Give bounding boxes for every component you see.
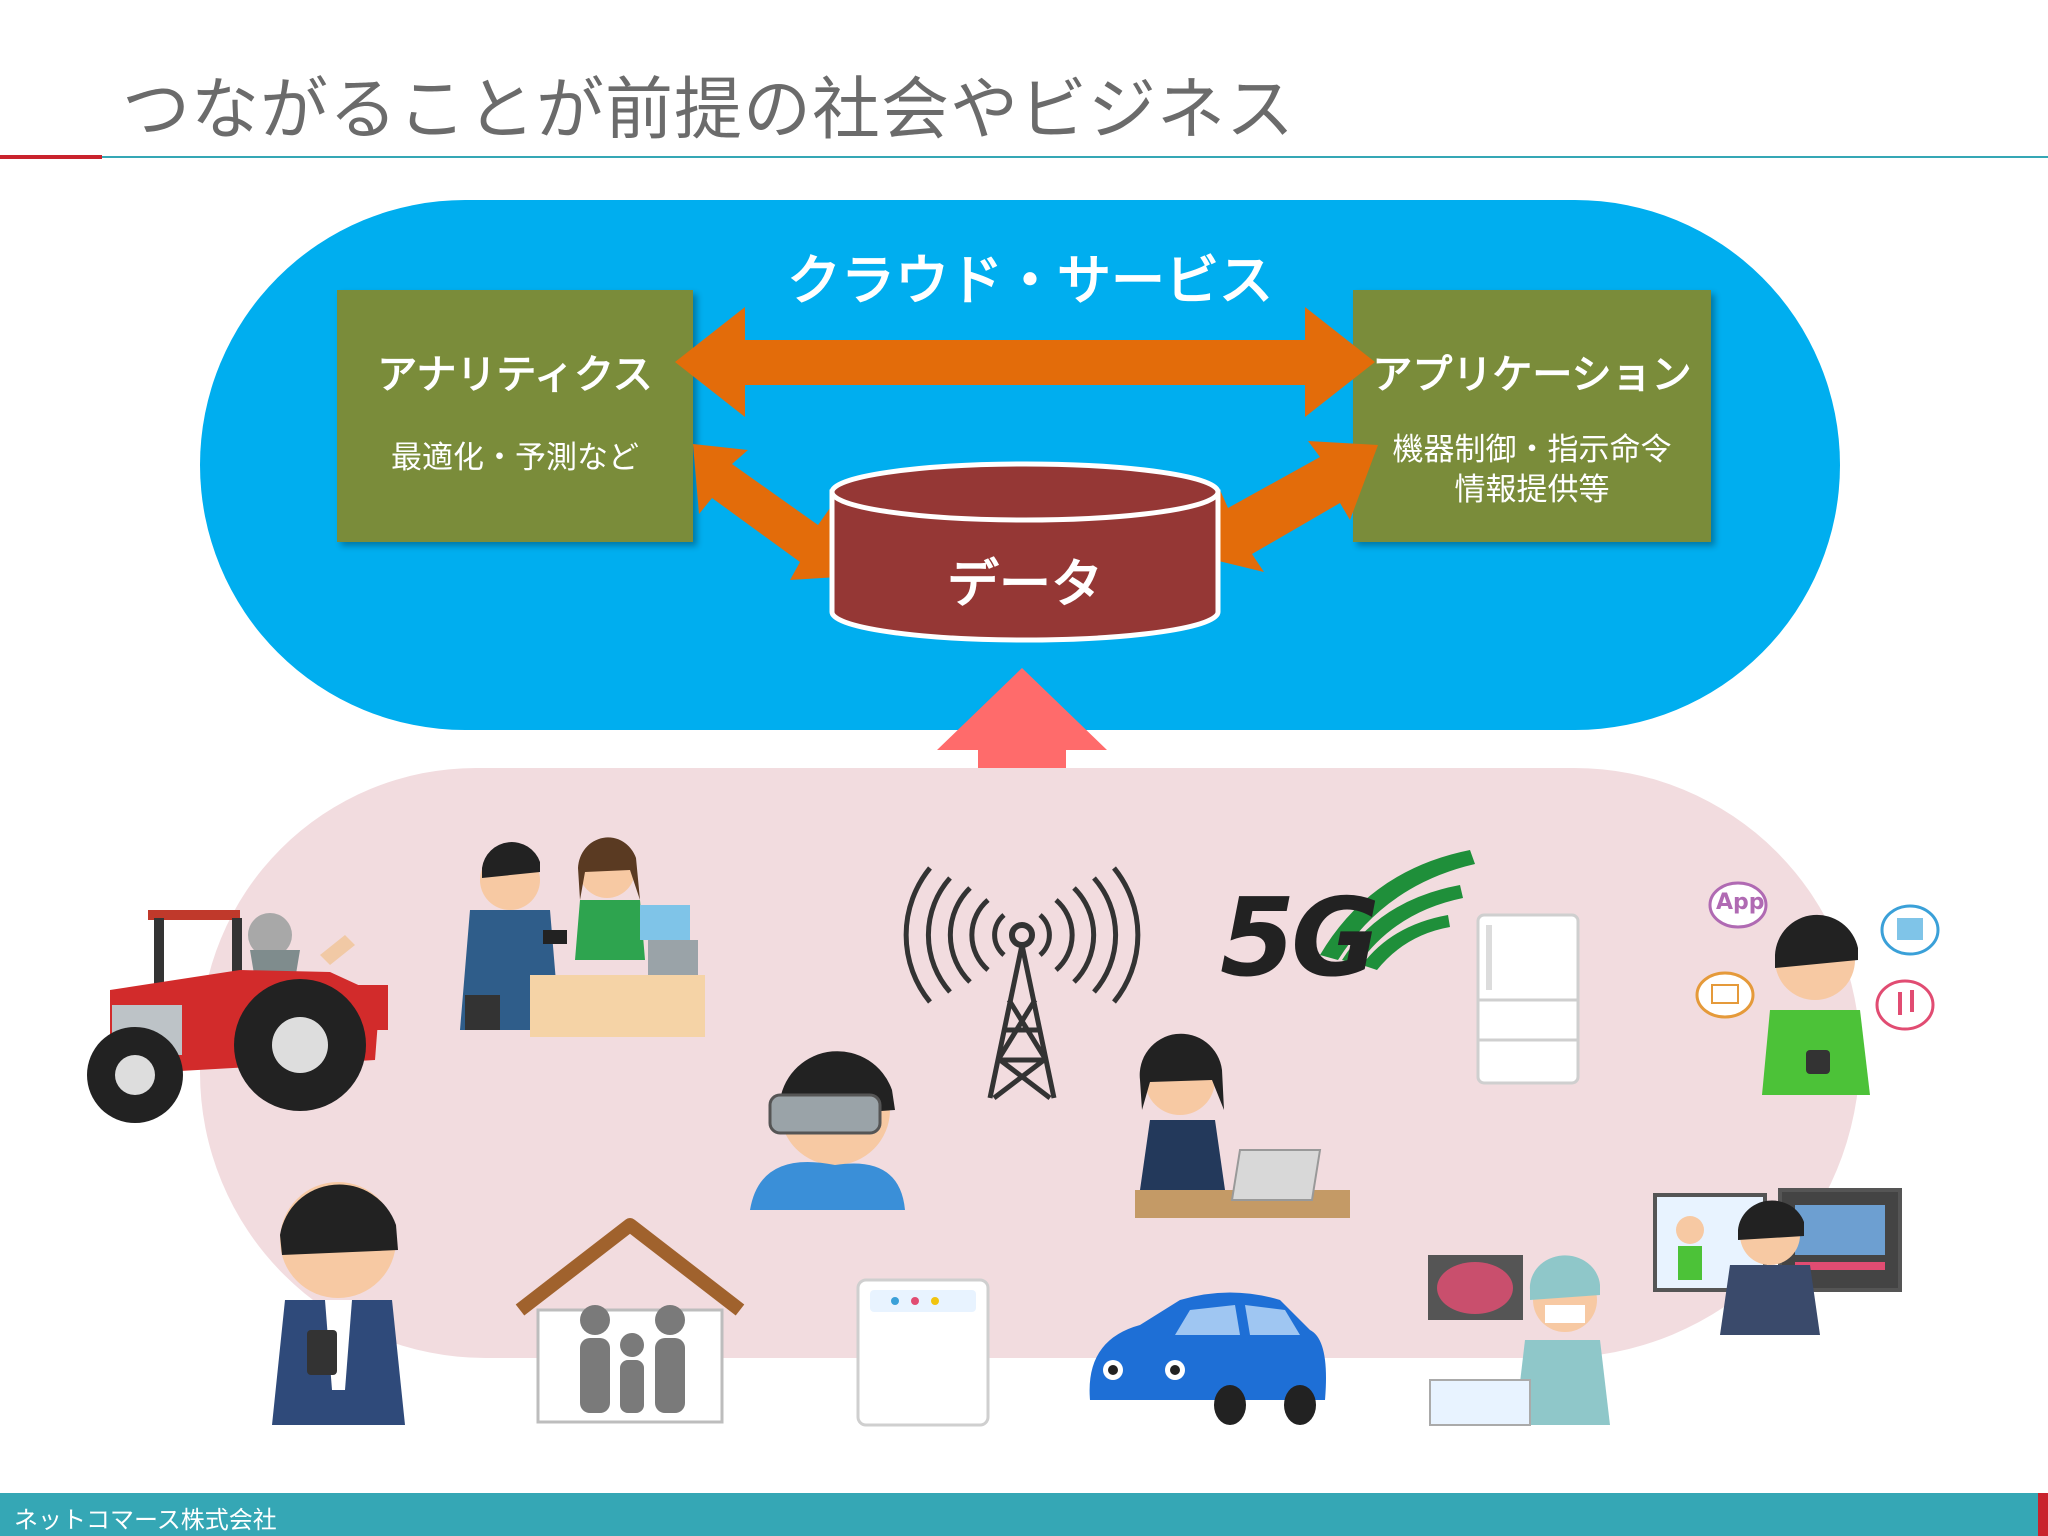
analytics-application-arrow	[675, 307, 1375, 417]
database-label: データ	[946, 555, 1103, 615]
analytics-box: アナリティクス 最適化・予測など	[337, 290, 693, 542]
5g-label: 5G	[1220, 876, 1380, 1001]
vr-goggles-user-icon	[750, 1051, 905, 1210]
database-cylinder	[829, 461, 1221, 643]
shop-counter-icon	[460, 837, 705, 1037]
washing-machine-icon	[856, 1278, 990, 1427]
app-badge-label: App	[1716, 890, 1765, 915]
smartphone-apps-user-icon	[1695, 881, 1940, 1095]
application-description-line2: 情報提供等	[1454, 472, 1610, 508]
connected-car-icon	[1089, 1292, 1326, 1425]
tractor-icon	[87, 910, 388, 1123]
refrigerator-icon	[1476, 913, 1580, 1085]
remote-surgery-icon	[1428, 1255, 1610, 1426]
company-name: ネットコマース株式会社	[14, 1506, 277, 1534]
application-description-line1: 機器制御・指示命令	[1392, 432, 1672, 468]
businessman-smartphone-icon	[272, 1182, 405, 1425]
laptop-worker-icon	[1135, 1033, 1350, 1218]
video-call-streaming-icon	[1653, 1188, 1902, 1335]
page-title: つながることが前提の社会やビジネス	[122, 71, 1296, 150]
analytics-data-arrow	[693, 444, 838, 580]
connected-society-area	[200, 768, 1860, 1358]
5g-signal-icon	[1320, 850, 1475, 970]
title-rule-teal	[102, 156, 2048, 158]
cloud-services-title: クラウド・サービス	[787, 249, 1273, 312]
title-rule-red	[0, 155, 102, 159]
footer-accent	[2038, 1493, 2048, 1536]
cell-tower-icon	[903, 866, 1141, 1100]
analytics-description: 最適化・予測など	[391, 440, 639, 476]
application-data-arrow	[1198, 441, 1378, 572]
footer-bar	[0, 1493, 2048, 1536]
application-title: アプリケーション	[1372, 352, 1692, 398]
application-box: アプリケーション 機器制御・指示命令 情報提供等	[1353, 290, 1711, 542]
home-family-icon	[515, 1218, 745, 1424]
analytics-title: アナリティクス	[377, 352, 653, 398]
